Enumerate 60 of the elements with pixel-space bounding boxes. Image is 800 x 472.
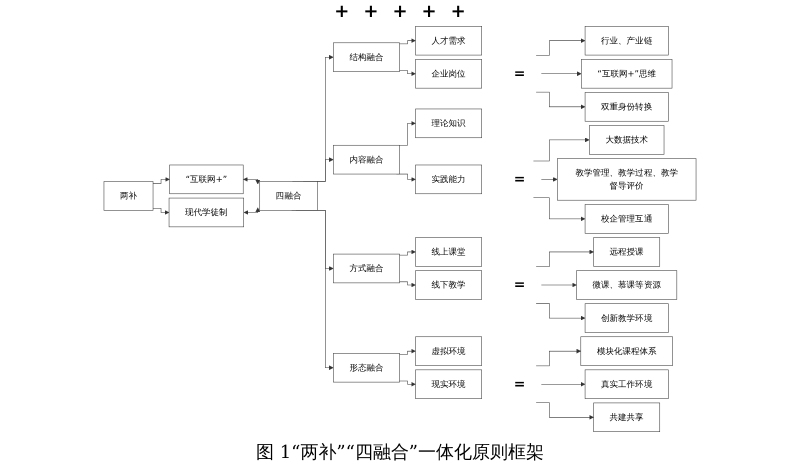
node-box: 形态融合 — [333, 353, 400, 382]
plus-sign: + — [392, 0, 408, 22]
node-box: 大数据技术 — [589, 125, 664, 155]
arrow — [536, 250, 594, 267]
arrow — [399, 38, 416, 44]
arrow — [536, 92, 586, 110]
arrow — [536, 38, 586, 56]
plus-sign: + — [450, 0, 466, 22]
node-box: 远程授课 — [593, 237, 660, 267]
node-box: 线上课堂 — [415, 237, 482, 267]
figure-caption: 图 1“两补”“四融合”一体化原则框架 — [256, 441, 544, 464]
node-text: = — [514, 376, 526, 392]
node-box: 人才需求 — [415, 26, 482, 56]
arrow — [533, 198, 586, 222]
arrow — [536, 402, 594, 420]
node-box: 结构融合 — [333, 42, 400, 72]
node-box: 双重身份转换 — [584, 92, 669, 122]
arrow — [541, 282, 577, 288]
node-box: 真实工作环境 — [584, 370, 669, 399]
node-box: 企业岗位 — [415, 59, 482, 88]
node-box: 两补 — [104, 181, 154, 211]
arrow — [541, 382, 586, 387]
node-box: 校企管理互通 — [584, 204, 669, 234]
arrow — [541, 71, 582, 76]
node-box: 共建共享 — [593, 402, 660, 432]
plus-sign: + — [422, 0, 437, 22]
node-box: 模块化课程体系 — [580, 336, 673, 366]
arrow — [399, 250, 416, 256]
arrow — [541, 177, 558, 182]
node-box: 虚拟环境 — [415, 336, 482, 366]
plus-sign: + — [334, 0, 350, 22]
arrow — [152, 208, 170, 215]
arrow — [244, 207, 260, 215]
node-text: = — [514, 65, 526, 82]
arrow — [536, 303, 586, 320]
node-box: 线下教学 — [415, 270, 482, 300]
node-box: 实践能力 — [415, 164, 482, 194]
node-box: 行业、产业链 — [584, 26, 669, 56]
node-box: 现实环境 — [415, 370, 482, 399]
node-box: 现代学徒制 — [168, 198, 244, 228]
plus-sign: + — [363, 0, 378, 22]
arrow — [399, 70, 416, 76]
arrow — [152, 177, 170, 184]
node-box: “互联网+”思维 — [581, 59, 672, 88]
arrow — [399, 348, 416, 355]
node-box: 四融合 — [259, 181, 318, 211]
node-box: 创新教学环境 — [584, 303, 669, 333]
node-box: 微课、慕课等资源 — [576, 270, 678, 300]
arrow — [533, 138, 590, 162]
arrow — [243, 177, 260, 184]
node-text: = — [514, 276, 526, 293]
arrow — [399, 282, 416, 288]
arrow — [536, 348, 582, 366]
node-box: 教学管理、教学过程、教学督导评价 — [557, 158, 696, 200]
arrow — [399, 380, 416, 387]
node-text: = — [514, 171, 526, 188]
node-box: 理论知识 — [415, 108, 482, 138]
node-box: 方式融合 — [333, 254, 400, 284]
node-box: 内容融合 — [333, 144, 400, 174]
node-box: “互联网+” — [169, 164, 244, 194]
